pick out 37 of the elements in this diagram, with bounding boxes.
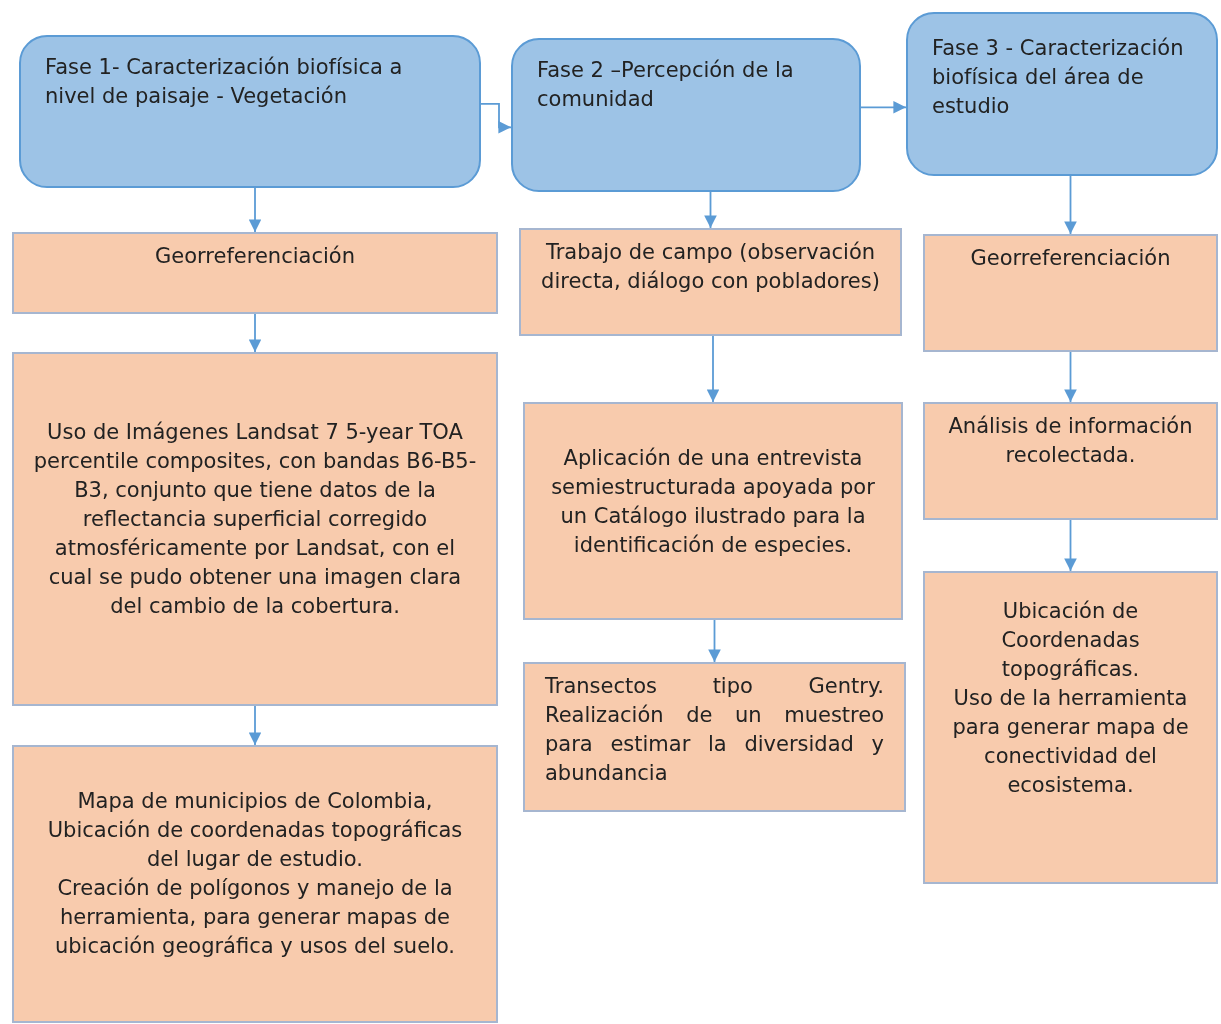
box-text: Ubicación de Coordenadas topográficas. [1000,598,1141,683]
step-box [523,402,903,620]
step-box [12,352,498,706]
arrow [1064,351,1077,403]
step-box [519,228,902,336]
box-text: Uso de la herramienta para generar mapa de conectividad del ecosistema. [951,685,1190,799]
phase-box [906,12,1218,176]
phase-box [511,38,861,192]
step-box [923,234,1218,352]
box-text: Transectos tipo Gentry. Realización de un muestreo para estimar la diversidad y abundancia [545,673,884,787]
arrow [480,102,512,134]
box-text: Análisis de información recolectada. [947,413,1194,469]
step-box [12,232,498,314]
arrow [860,101,907,114]
step-box [923,571,1218,884]
arrow [248,705,262,746]
box-text: Fase 3 - Caracterización biofísica del área de estudio [932,35,1185,120]
arrow [248,187,262,233]
box-text: Creación de polígonos y manejo de la herramienta, para generar mapas de ubicación geográfica y usos del suelo. [53,875,457,960]
arrow [1064,519,1077,572]
phase-box [19,35,481,188]
box-text: Georreferenciación [969,245,1172,272]
step-box [12,745,498,1023]
arrow [706,335,720,403]
box-text: Trabajo de campo (observación directa, diálogo con pobladores) [540,239,881,295]
arrow [248,313,262,353]
arrow [708,619,721,663]
step-box [523,662,906,812]
box-text: Uso de Imágenes Landsat 7 5-year TOA percentile composites, con bandas B6-B5-B3, conjunto que tiene datos de la reflectancia superficial corregido atmosféricamente por Landsat, con el cual se pudo obtener una imagen clara del cambio de la cobertura. [32,419,478,620]
arrow [1064,175,1077,235]
box-text: Fase 2 –Percepción de la comunidad [537,57,795,113]
box-text: Aplicación de una entrevista semiestructurada apoyada por un Catálogo ilustrado para la identificación de especies. [550,445,876,559]
arrow [704,191,717,229]
box-text: Fase 1- Caracterización biofísica a nivel de paisaje - Vegetación [45,54,404,110]
step-box [923,402,1218,520]
box-text: Georreferenciación [154,243,356,270]
box-text: Mapa de municipios de Colombia, Ubicación de coordenadas topográficas del lugar de estudio. [46,788,464,873]
